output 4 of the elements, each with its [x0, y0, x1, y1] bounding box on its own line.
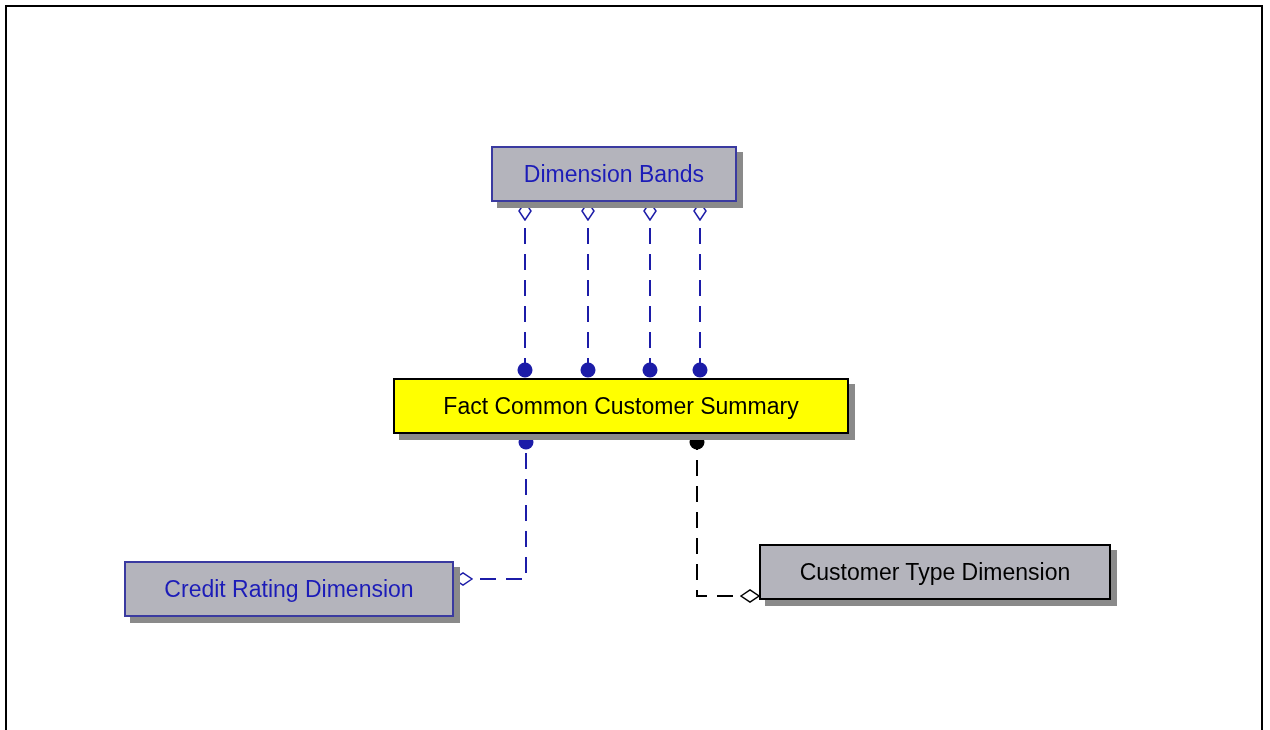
entity-name: Fact Common Customer Summary	[443, 392, 799, 420]
entity-name: Credit Rating Dimension	[164, 575, 414, 603]
entity-name: Dimension Bands	[523, 160, 705, 188]
entity-name: Customer Type Dimension	[799, 558, 1071, 586]
